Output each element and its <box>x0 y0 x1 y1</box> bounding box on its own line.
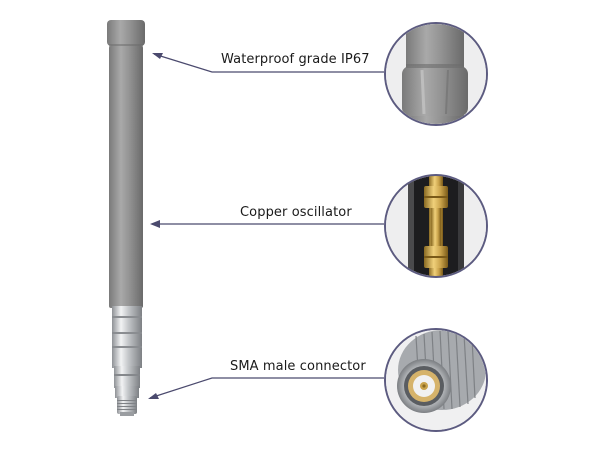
detail-circle-sma <box>384 328 488 432</box>
callout-arrowhead-icon <box>150 220 160 228</box>
detail-circle-copper <box>384 174 488 278</box>
antenna-metal-sleeve <box>112 306 142 416</box>
callout-line-sma <box>149 377 384 399</box>
callout-lines <box>149 53 384 399</box>
callout-label-waterproof: Waterproof grade IP67 <box>221 52 370 67</box>
callout-line-waterproof <box>153 53 384 73</box>
antenna <box>107 20 145 416</box>
antenna-cap <box>107 20 145 46</box>
antenna-radome <box>109 46 143 308</box>
callout-label-copper-oscillator: Copper oscillator <box>240 205 352 220</box>
callout-arrowhead-icon <box>152 53 163 59</box>
detail-circle-cap <box>384 22 488 126</box>
callout-label-sma-connector: SMA male connector <box>230 359 366 374</box>
callout-arrowhead-icon <box>148 393 159 399</box>
